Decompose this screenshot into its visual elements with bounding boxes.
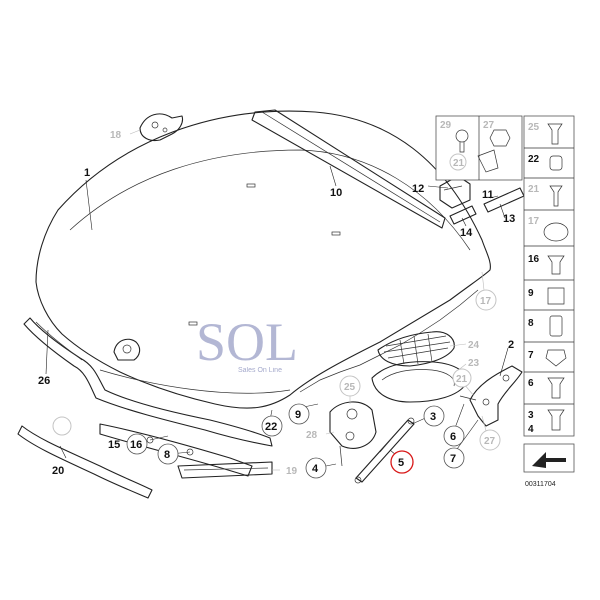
screw-21-icon xyxy=(549,185,563,207)
bolt-3-4-icon xyxy=(547,409,565,431)
callouts-main: 1 10 12 11 13 14 26 9 22 2 3 6 7 4 5 15 … xyxy=(38,167,515,479)
callouts-grey: 18 17 24 23 25 21 27 28 19 xyxy=(52,130,501,477)
callout-25: 25 xyxy=(344,382,356,393)
hood-hinge xyxy=(459,365,523,427)
callout-6-circle xyxy=(443,425,465,447)
callout-4: 4 xyxy=(312,463,319,475)
fastener-7-label: 7 xyxy=(528,350,534,361)
callout-3: 3 xyxy=(430,411,436,423)
fastener-4-label: 4 xyxy=(528,424,534,435)
callout-8-circle xyxy=(157,443,179,465)
bolt-6-icon xyxy=(547,377,565,399)
fastener-21-label: 21 xyxy=(528,184,540,195)
callout-7-circle xyxy=(443,447,465,469)
callout-18: 18 xyxy=(110,130,122,141)
callout-16: 16 xyxy=(130,439,142,451)
callout-22-circle xyxy=(261,415,283,437)
fastener-27-icon xyxy=(489,129,511,147)
callout-6: 6 xyxy=(450,431,456,443)
fastener-25-label: 25 xyxy=(528,122,540,133)
watermark: SOL Sales On Line xyxy=(196,312,298,374)
grommet-17-icon xyxy=(543,222,569,242)
front-support-bar xyxy=(23,317,273,447)
callout-2: 2 xyxy=(508,339,514,351)
fastener-29-label: 29 xyxy=(440,120,452,131)
callout-7: 7 xyxy=(450,453,456,465)
lower-bar-20 xyxy=(17,425,153,499)
callout-24: 24 xyxy=(468,340,480,351)
diagram-number: 00311704 xyxy=(525,481,556,488)
callout-5: 5 xyxy=(398,457,404,469)
callout-25b-circle xyxy=(52,416,72,436)
watermark-subtitle: Sales On Line xyxy=(238,367,282,374)
strip-19 xyxy=(177,461,273,479)
callout-4-circle xyxy=(305,457,327,479)
callout-17: 17 xyxy=(480,296,492,307)
nut-9-icon xyxy=(547,287,565,305)
fastener-22-label: 22 xyxy=(528,154,540,165)
clip-icon xyxy=(477,149,499,173)
emblem-part xyxy=(113,338,141,361)
callout-11: 11 xyxy=(482,189,494,201)
callout-27: 27 xyxy=(484,436,496,447)
plug-22-icon xyxy=(549,155,563,171)
callout-1: 1 xyxy=(84,167,90,179)
fastener-9-label: 9 xyxy=(528,288,534,299)
fastener-8-label: 8 xyxy=(528,318,534,329)
gas-strut xyxy=(354,417,415,484)
callout-14: 14 xyxy=(460,227,473,239)
nut-7-icon xyxy=(545,349,567,367)
fastener-17-label: 17 xyxy=(528,216,540,227)
callout-3-circle xyxy=(423,405,445,427)
callout-22: 22 xyxy=(265,421,277,433)
callout-9: 9 xyxy=(295,409,301,421)
fastener-16-label: 16 xyxy=(528,254,540,265)
callout-26: 26 xyxy=(38,375,50,387)
callout-10: 10 xyxy=(330,187,342,199)
callout-12: 12 xyxy=(412,183,424,195)
right-fastener-column xyxy=(523,115,575,437)
hood-seal-strip xyxy=(251,109,446,229)
hood-lock xyxy=(329,401,377,467)
callout-5-highlight-circle xyxy=(390,450,414,474)
callout-17-circle xyxy=(475,289,497,311)
fastener-panel: 29 27 21 25 22 21 17 16 9 8 7 xyxy=(435,115,575,488)
callout-20: 20 xyxy=(52,465,64,477)
callout-8: 8 xyxy=(164,449,170,461)
bracket-18 xyxy=(139,113,184,142)
callout-21-circle xyxy=(452,368,472,388)
bumper-8-icon xyxy=(549,315,563,337)
callout-25-circle xyxy=(339,375,361,397)
fastener-6-label: 6 xyxy=(528,378,534,389)
fastener-21-top-label: 21 xyxy=(453,158,465,169)
callout-27-circle xyxy=(479,429,501,451)
vent-frame xyxy=(371,361,467,403)
callout-15: 15 xyxy=(108,439,120,451)
clip-16-icon xyxy=(547,255,565,275)
callout-19: 19 xyxy=(286,466,298,477)
callout-16-circle xyxy=(126,433,148,455)
watermark-brand: SOL xyxy=(196,312,298,372)
fastener-27-label: 27 xyxy=(483,120,495,131)
fastener-3-label: 3 xyxy=(528,410,534,421)
screw-25-icon xyxy=(547,123,563,145)
fastener-29-icon xyxy=(455,129,469,143)
callout-28: 28 xyxy=(306,430,318,441)
callout-21: 21 xyxy=(456,374,468,385)
arrow-icon xyxy=(532,452,566,468)
callout-23: 23 xyxy=(468,358,480,369)
callout-9-circle xyxy=(288,403,310,425)
hood-panel xyxy=(35,110,491,409)
callout-13: 13 xyxy=(503,213,515,225)
